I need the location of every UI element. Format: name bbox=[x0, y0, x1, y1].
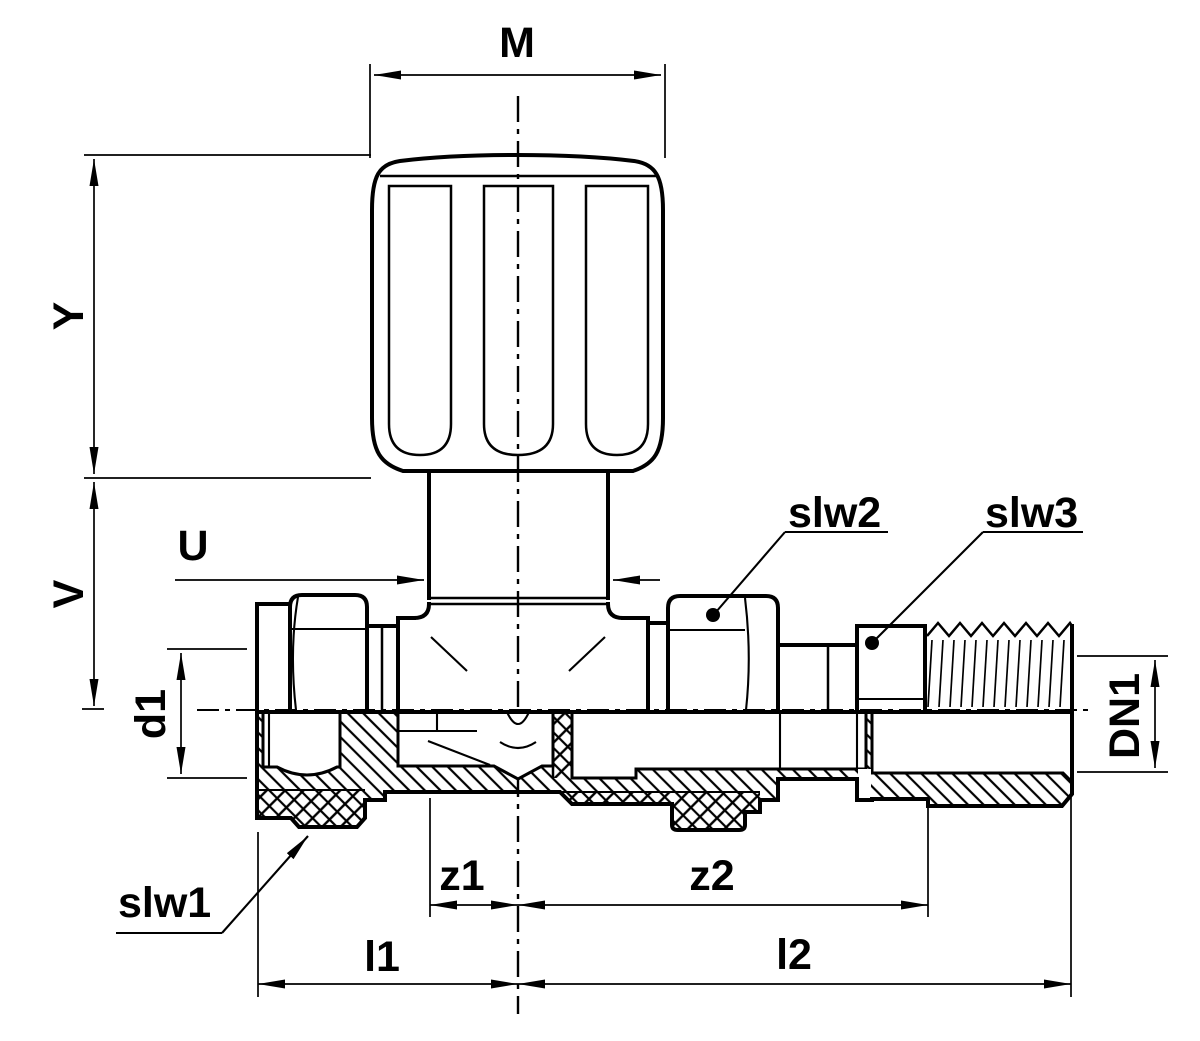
knob-grip-slot-1 bbox=[387, 184, 453, 457]
label-v: V bbox=[45, 579, 93, 608]
label-l1: l1 bbox=[364, 933, 400, 981]
label-z2: z2 bbox=[689, 852, 734, 900]
dimension-u: U bbox=[175, 522, 660, 585]
right-sleeve-and-slw3 bbox=[776, 624, 927, 714]
threaded-end bbox=[926, 620, 1074, 714]
dimension-l2: l2 bbox=[518, 797, 1072, 997]
label-m: M bbox=[499, 19, 535, 67]
passage-floor-line bbox=[427, 740, 491, 766]
dimension-m: M bbox=[369, 19, 666, 158]
slw2-nut-outline bbox=[666, 594, 780, 714]
threaded-end-bore bbox=[870, 710, 1074, 786]
callout-slw2: slw2 bbox=[715, 489, 888, 613]
outlet-bore bbox=[570, 710, 868, 780]
chamfer-tick-right bbox=[568, 636, 606, 672]
union-nut-skirt-hatch bbox=[257, 790, 365, 827]
thread-flank-lines bbox=[927, 639, 1065, 708]
label-z1: z1 bbox=[439, 852, 484, 900]
dimension-z1: z1 bbox=[429, 798, 518, 917]
section-bottom-outline bbox=[255, 710, 1074, 832]
slw2-facet-curve bbox=[743, 597, 750, 711]
knob-grip-slot-2 bbox=[482, 184, 555, 457]
slw2-hex-nut bbox=[646, 594, 780, 714]
label-l2: l2 bbox=[776, 931, 812, 979]
left-nut-outline bbox=[288, 593, 369, 714]
dimension-d1: d1 bbox=[127, 648, 247, 779]
thread-crest-sawtooth bbox=[926, 620, 1074, 638]
slw3-leader-line bbox=[874, 531, 984, 641]
seat-lower-arc bbox=[499, 741, 537, 750]
label-slw3: slw3 bbox=[985, 489, 1078, 537]
stem-and-bonnet bbox=[411, 469, 626, 621]
label-slw1: slw1 bbox=[118, 879, 211, 927]
outlet-nut-lower-hatch bbox=[560, 792, 760, 830]
handwheel-knob bbox=[370, 152, 665, 473]
dimension-l1: l1 bbox=[257, 832, 518, 997]
joint-gap bbox=[858, 769, 871, 799]
inlet-bore bbox=[261, 710, 342, 777]
callout-slw3: slw3 bbox=[874, 489, 1083, 641]
label-y: Y bbox=[45, 302, 93, 331]
dimension-y: Y bbox=[45, 154, 371, 479]
stem-left-fillet bbox=[411, 601, 432, 621]
seat-throat-arc bbox=[506, 711, 530, 726]
valve-cone-hatch bbox=[553, 712, 572, 778]
label-slw2: slw2 bbox=[788, 489, 881, 537]
slw3-nut-outline bbox=[855, 624, 927, 714]
left-collar bbox=[255, 602, 292, 714]
callout-slw1: slw1 bbox=[116, 835, 309, 935]
dimension-z2: z2 bbox=[518, 808, 929, 917]
dimension-dn1: DN1 bbox=[1077, 655, 1168, 773]
left-nut-facet-curve bbox=[291, 596, 300, 711]
stem-right-fillet bbox=[605, 601, 626, 621]
left-union-nut bbox=[255, 593, 400, 714]
label-d1: d1 bbox=[127, 689, 175, 739]
label-dn1: DN1 bbox=[1101, 673, 1149, 759]
slw2-leader-line bbox=[715, 531, 786, 613]
slw1-leader-arrow bbox=[221, 835, 309, 934]
label-u: U bbox=[177, 522, 208, 570]
knob-grip-slot-3 bbox=[584, 184, 650, 457]
valve-body bbox=[396, 616, 650, 714]
chamfer-tick-left bbox=[430, 636, 468, 672]
dimension-v: V bbox=[45, 482, 104, 710]
knob-outline bbox=[370, 152, 665, 473]
centerlines bbox=[197, 96, 1092, 1014]
section-lower-half bbox=[255, 710, 1074, 832]
